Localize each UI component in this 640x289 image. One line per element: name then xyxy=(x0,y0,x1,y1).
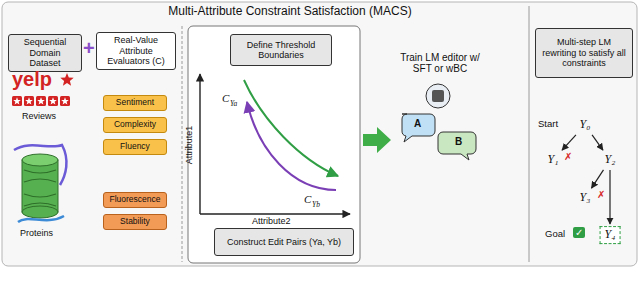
tree-arrow xyxy=(592,170,604,188)
node-text: Y₄ xyxy=(605,228,616,242)
node-text: Stability xyxy=(120,217,150,227)
node-text: Sentiment xyxy=(116,98,154,108)
node-text: Y₃ xyxy=(580,191,591,205)
axis-label: Attribute1 xyxy=(185,115,195,175)
goal-check: ✓ xyxy=(573,227,585,238)
evaluator-box: Real-Value Attribute Evaluators (C) xyxy=(96,32,176,70)
step-box: Construct Edit Pairs (Ya, Yb) xyxy=(214,228,354,256)
node-text: Y₁ xyxy=(548,153,559,167)
curve-label: C xyxy=(222,92,229,104)
state-node: Y₃ xyxy=(576,190,595,206)
protein-strand xyxy=(24,203,56,206)
chat-bubble xyxy=(402,114,435,142)
rating-square xyxy=(24,96,34,106)
rating-square xyxy=(12,96,22,106)
node-text: Multi-step LM rewriting to satisfy all c… xyxy=(540,37,628,68)
rating-star xyxy=(25,97,33,104)
bubble-letter: A xyxy=(414,118,421,129)
rating-square xyxy=(36,96,46,106)
logo-text: yelp xyxy=(12,68,52,90)
node-text: Complexity xyxy=(114,120,156,130)
protein-strand xyxy=(24,179,56,182)
protein-ribbon xyxy=(14,145,66,185)
method-label: Train LM editor w/ SFT or wBC xyxy=(396,52,484,74)
node-text: Real-Value Attribute Evaluators (C) xyxy=(101,35,171,66)
attribute-box: Fluorescence xyxy=(103,192,167,208)
divider-line xyxy=(529,6,530,262)
state-node: Y₀ xyxy=(576,117,595,133)
rating-square xyxy=(48,96,58,106)
node-text: Fluency xyxy=(120,142,150,152)
dataset-label: Reviews xyxy=(22,112,56,122)
start-label: Start xyxy=(538,119,558,129)
lm-chip xyxy=(432,90,444,102)
node-text: Define Threshold Boundaries xyxy=(235,40,327,61)
rating-star xyxy=(49,97,57,104)
fail-mark: ✗ xyxy=(597,189,605,200)
node-text: Fluorescence xyxy=(109,195,160,205)
rating-square xyxy=(60,96,70,106)
state-node: Y₂ xyxy=(601,152,620,168)
y-axis xyxy=(199,74,200,214)
divider-line xyxy=(182,26,183,262)
attribute-box: Complexity xyxy=(103,117,167,133)
step-box: Multi-step LM rewriting to satisfy all c… xyxy=(535,28,633,78)
rating-star xyxy=(13,97,21,104)
x-axis xyxy=(200,213,350,214)
attribute-box: Stability xyxy=(103,214,167,230)
state-node: Y₁ xyxy=(544,152,563,168)
protein-barrel xyxy=(22,160,58,212)
flow-arrow xyxy=(363,127,391,153)
dataset-box: Sequential Domain Dataset xyxy=(8,34,82,72)
protein-strand xyxy=(24,170,56,173)
fail-mark: ✗ xyxy=(564,151,572,162)
attribute-box: Fluency xyxy=(103,139,167,155)
step-box: Define Threshold Boundaries xyxy=(230,34,332,66)
bubble-letter: B xyxy=(455,136,462,147)
protein-ribbon xyxy=(18,216,64,222)
node-text: Y₂ xyxy=(605,153,616,167)
green-boundary-curve xyxy=(244,80,338,176)
node-text: Sequential Domain Dataset xyxy=(13,37,77,68)
tree-arrow xyxy=(592,135,603,150)
plus-sign: + xyxy=(83,37,95,59)
protein-barrel-top xyxy=(22,154,58,166)
lm-icon xyxy=(426,84,450,108)
curve-subscript: Ya xyxy=(230,100,237,108)
purple-boundary-curve xyxy=(247,102,336,190)
protein-barrel-bottom xyxy=(22,206,58,218)
curve-subscript: Yb xyxy=(312,201,320,209)
rating-star xyxy=(61,97,69,104)
attribute-box: Sentiment xyxy=(103,95,167,111)
dataset-label: Proteins xyxy=(20,229,53,239)
outer-panel xyxy=(2,2,637,266)
protein-illustration xyxy=(14,145,66,222)
diagram-title: Multi-Attribute Constraint Satisfaction … xyxy=(90,4,490,18)
curve-label: C xyxy=(304,193,311,205)
node-text: Y₀ xyxy=(580,118,591,132)
chat-bubble xyxy=(438,132,476,160)
protein-strand xyxy=(24,194,56,197)
yelp-burst xyxy=(60,73,73,86)
goal-label: Goal xyxy=(545,229,565,239)
axis-label: Attribute2 xyxy=(252,217,291,227)
tree-arrow xyxy=(562,135,576,150)
rating-star xyxy=(37,97,45,104)
goal-state-node: Y₄ xyxy=(600,226,621,244)
tree-arrow xyxy=(609,170,610,224)
middle-panel xyxy=(188,26,360,263)
node-text: Construct Edit Pairs (Ya, Yb) xyxy=(227,237,341,247)
